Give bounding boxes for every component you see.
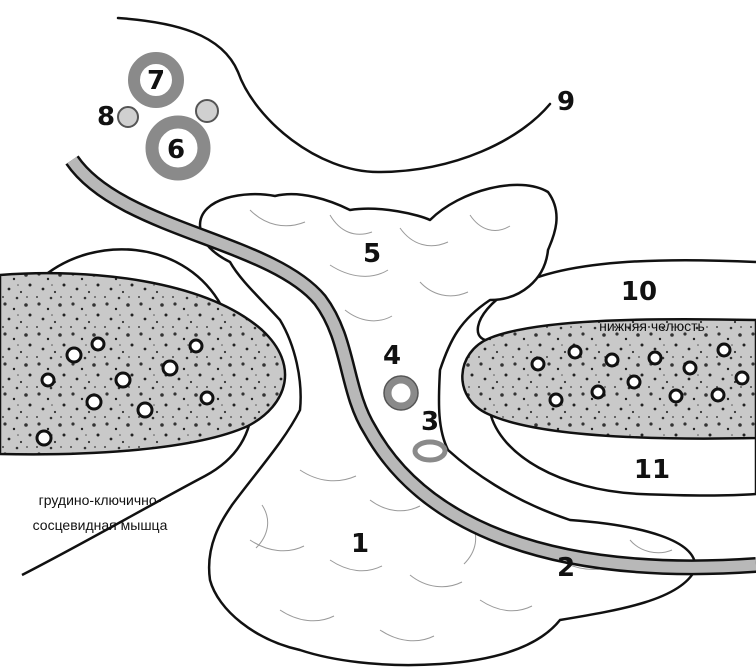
- label-2: 2: [557, 553, 575, 583]
- label-5: 5: [363, 239, 381, 269]
- vessel-4: [388, 380, 414, 406]
- vessel-8: [118, 107, 138, 127]
- label-6: 6: [167, 135, 185, 165]
- caption-mandible: нижняя челюсть: [599, 318, 705, 334]
- label-4: 4: [383, 341, 401, 371]
- vessel-3: [415, 442, 445, 460]
- label-7: 7: [147, 66, 165, 96]
- scm-bone: [0, 273, 285, 454]
- label-1: 1: [351, 529, 369, 559]
- caption-scm-line2: сосцевидная мышца: [33, 517, 168, 533]
- label-3: 3: [421, 407, 439, 437]
- label-11: 11: [634, 455, 670, 485]
- label-10: 10: [621, 277, 657, 307]
- caption-scm-line1: грудино-ключично-: [39, 492, 162, 508]
- label-8: 8: [97, 102, 115, 132]
- vessel-small-right: [196, 100, 218, 122]
- mandible-bone: [462, 319, 756, 438]
- label-9: 9: [557, 87, 575, 117]
